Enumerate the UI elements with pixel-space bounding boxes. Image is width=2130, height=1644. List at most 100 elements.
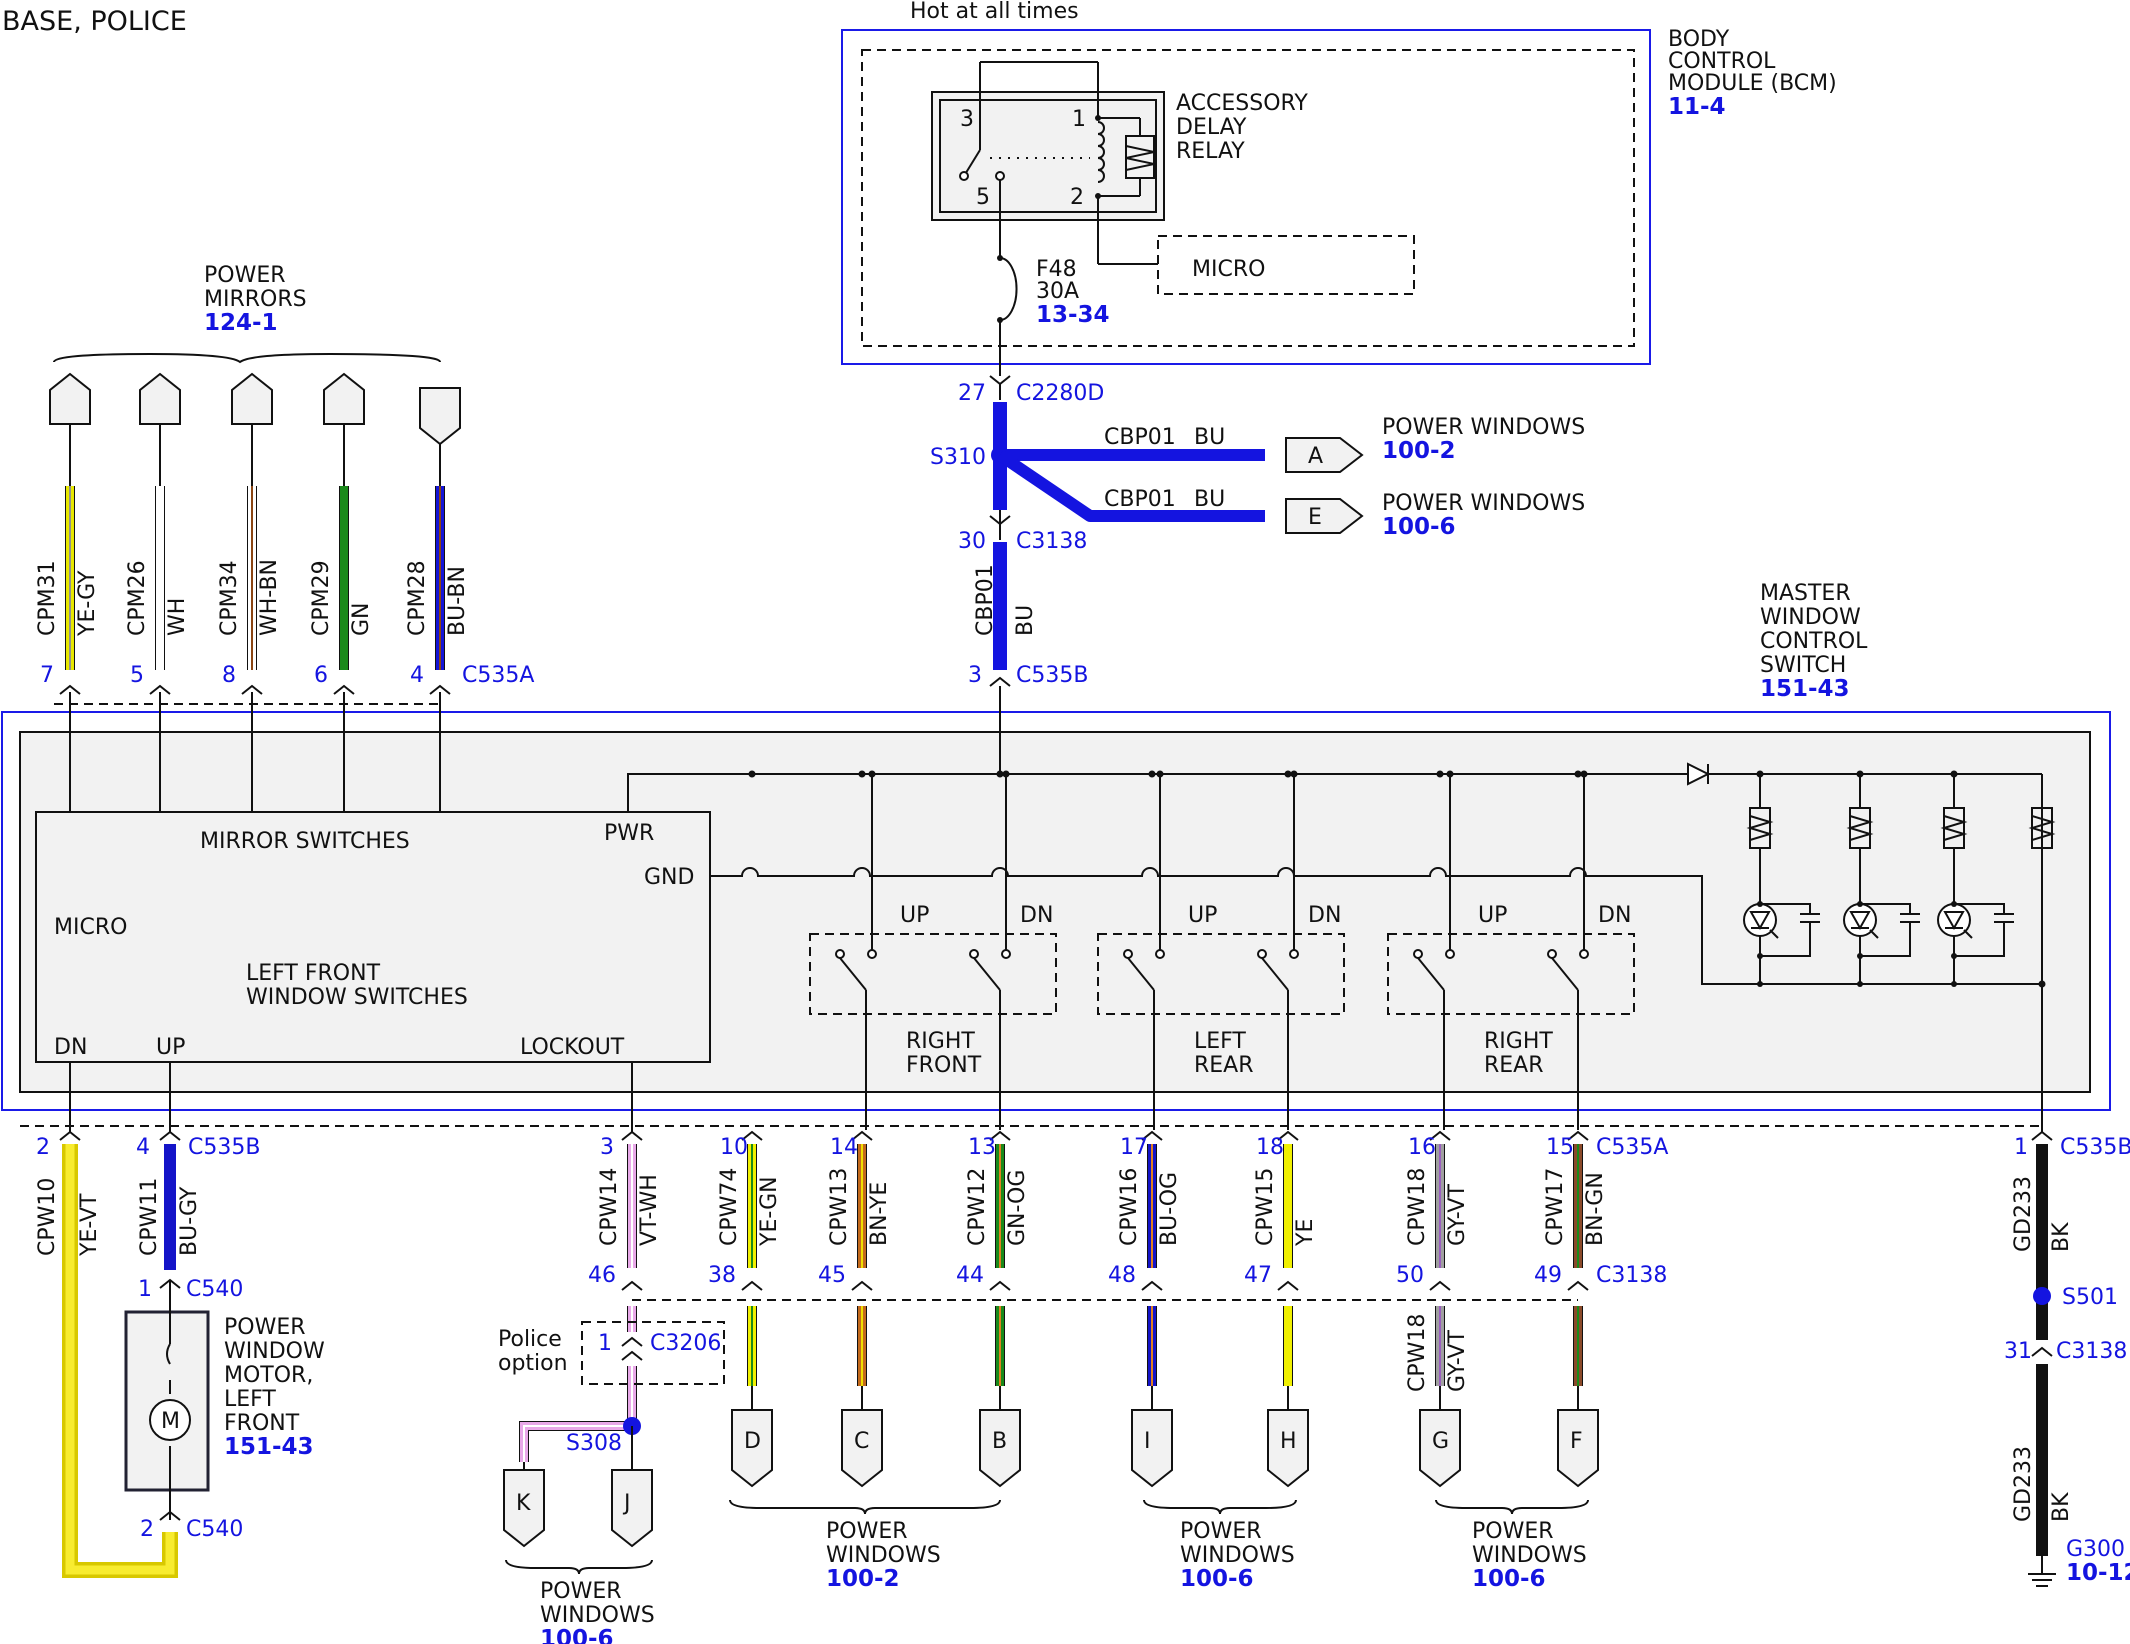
mirror-wire-color: WH-BN [257,559,282,636]
wire-pin-bottom: 50 [1396,1263,1424,1288]
wire-pin-top: 15 [1546,1135,1574,1160]
splice-terminal-letter: K [516,1491,531,1516]
wire-color: GY-VT [1445,1184,1470,1246]
mirror-wire-circuit: CPM31 [35,560,60,636]
relay-pin-2: 2 [1070,185,1084,210]
up-label: UP [156,1035,185,1060]
indicator-led-3 [1937,770,2014,987]
mirror-wire-circuit: CPM29 [309,560,334,636]
connector-terminal-icon [611,1469,653,1548]
c3138-bottom-label: C3138 [1596,1263,1667,1288]
c2280d-pin: 27 [958,381,986,406]
bottom-ref-line2: WINDOWS [540,1603,655,1628]
wire-color: BU-OG [1157,1172,1182,1246]
c3206-label: C3206 [650,1331,721,1356]
dn-label: DN [54,1035,87,1060]
c540-bottom-label: C540 [186,1517,243,1542]
ground-circuit-lower: GD233 [2011,1446,2036,1522]
branch-a-ref-link[interactable]: 100-2 [1382,438,1456,464]
branch-e-letter: E [1308,505,1322,530]
connector-terminal-icon [503,1469,545,1548]
ground-ref-link[interactable]: 10-12 [2066,1560,2130,1586]
mirrors-label-line1: POWER [204,263,286,288]
mirrors-label-line2: MIRRORS [204,287,307,312]
bottom-ref-link[interactable]: 100-6 [1180,1566,1254,1592]
c540-bottom-pin: 2 [140,1517,154,1542]
motor-label-line1: POWER [224,1315,306,1340]
bottom-ref-line1: POWER [1180,1519,1262,1544]
lf-wire2-color: BU-GY [177,1186,202,1256]
bottom-ref-link[interactable]: 100-2 [826,1566,900,1592]
mirror-switches-label: MIRROR SWITCHES [200,829,410,854]
switch-up-label: UP [1478,903,1507,928]
bottom-ref-line1: POWER [1472,1519,1554,1544]
c3138-top-pin: 30 [958,529,986,554]
police-option-line2: option [498,1351,568,1376]
wire-color: GN-OG [1005,1170,1030,1246]
connector-terminal-icon [841,1409,883,1488]
motor-label-line5: FRONT [224,1411,300,1436]
relay-label-line2: DELAY [1176,115,1247,140]
mirror-wire-circuit: CPM34 [217,560,242,636]
connector-terminal-icon [731,1409,773,1488]
wire-circuit: CPW18 [1405,1168,1430,1246]
switch-group-name-1: RIGHT [1484,1029,1553,1054]
fuse-ref-link[interactable]: 13-34 [1036,302,1110,328]
motor-ref-link[interactable]: 151-43 [224,1434,314,1460]
cpw18-lower-circuit: CPW18 [1405,1314,1430,1392]
lf-wire2-circuit: CPW11 [137,1178,162,1256]
mirror-wire-pin: 7 [40,663,54,688]
mirror-wire-pin: 5 [130,663,144,688]
hot-at-all-times-label: Hot at all times [910,0,1079,24]
c535a-top-label: C535A [462,663,534,688]
lf-wire1-circuit: CPW10 [35,1178,60,1256]
wire-pin-bottom: 47 [1244,1263,1272,1288]
switch-dn-label: DN [1308,903,1341,928]
motor-label-line3: MOTOR, [224,1363,313,1388]
bcm-module: BODY CONTROL MODULE (BCM) 11-4 3 1 5 2 A… [841,27,1837,376]
bottom-ref-line1: POWER [540,1579,622,1604]
bottom-ref-link[interactable]: 100-6 [540,1626,614,1644]
motor-label-line4: LEFT [224,1387,276,1412]
bottom-ref-line1: POWER [826,1519,908,1544]
wire-circuit: CPW14 [597,1168,622,1246]
relay-pin-1: 1 [1072,107,1086,132]
master-label-line4: SWITCH [1760,653,1846,678]
lf-wire1-pin: 2 [36,1135,50,1160]
cbp-branch-a: CBP01 BU A POWER WINDOWS 100-2 [1104,415,1585,473]
fuse-rating: 30A [1036,279,1079,304]
mirrors-ref-link[interactable]: 124-1 [204,310,278,336]
wire-pin-bottom: 46 [588,1263,616,1288]
switch-dn-label: DN [1020,903,1053,928]
bcm-micro-label: MICRO [1192,257,1265,282]
bcm-ref-link[interactable]: 11-4 [1668,94,1726,120]
switch-group-name-1: LEFT [1194,1029,1246,1054]
switch-dn-label: DN [1598,903,1631,928]
bottom-ref-line2: WINDOWS [1180,1543,1295,1568]
ground-pin: 1 [2014,1135,2028,1160]
master-label-line1: MASTER [1760,581,1851,606]
master-ref-link[interactable]: 151-43 [1760,676,1850,702]
ground-c3138-label: C3138 [2056,1339,2127,1364]
bottom-ref-link[interactable]: 100-6 [1472,1566,1546,1592]
branch-e-circuit: CBP01 [1104,487,1176,512]
indicator-led-1 [1743,770,1820,987]
wire-color: YE-GN [757,1176,782,1247]
splice-terminal-letter: J [622,1491,631,1516]
micro-label: MICRO [54,915,127,940]
wire-pin-bottom: 38 [708,1263,736,1288]
switch-group-name-2: FRONT [906,1053,982,1078]
connector-terminal-icon [979,1409,1021,1488]
branch-e-ref-link[interactable]: 100-6 [1382,514,1456,540]
s501-splice [2033,1287,2051,1305]
